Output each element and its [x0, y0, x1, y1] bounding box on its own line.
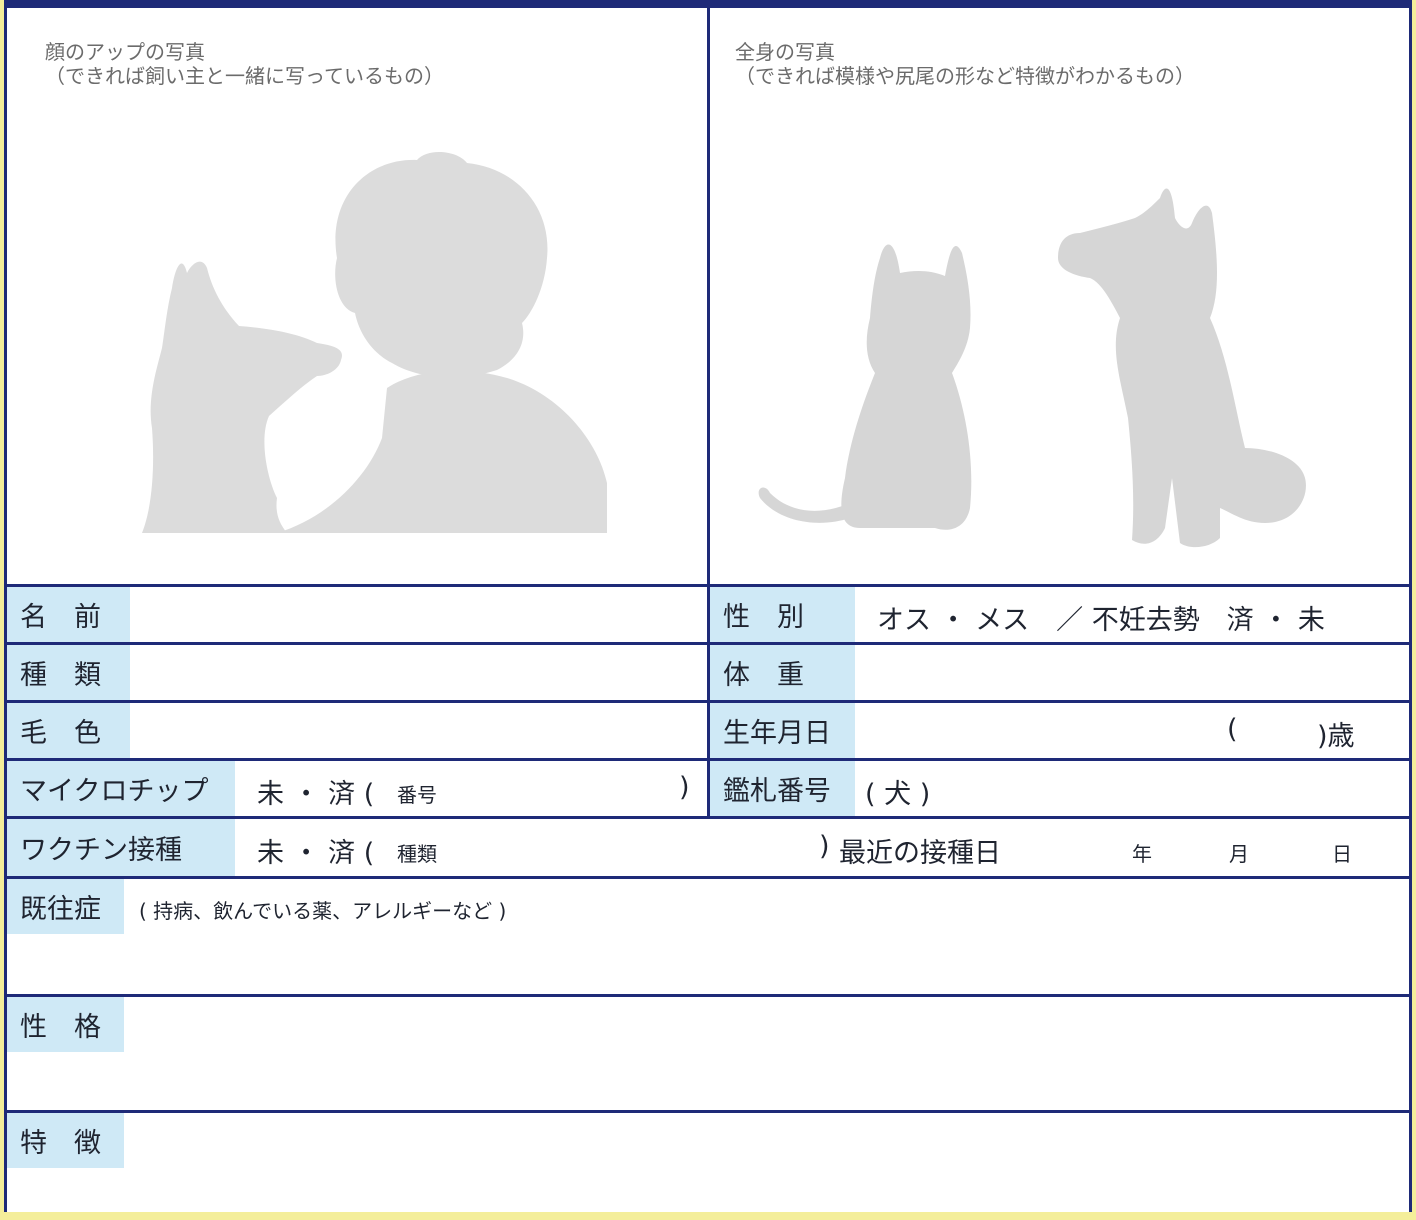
row-vaccine: ワクチン接種 未 ・ 済 ( 種類 ) 最近の接種日 年 月 日 — [7, 816, 1409, 876]
age-unit: )歳 — [1317, 721, 1355, 752]
vaccine-close-paren: ) — [819, 831, 830, 862]
name-field[interactable] — [130, 587, 707, 642]
personality-label: 性 格 — [7, 997, 124, 1052]
row-divider — [707, 587, 710, 642]
row-breed-weight: 種 類 体 重 — [7, 642, 1409, 700]
vaccine-options[interactable]: 未 ・ 済 ( — [257, 838, 375, 869]
weight-label: 体 重 — [710, 645, 855, 700]
photo-divider — [707, 8, 710, 584]
full-body-photo-caption-note: （できれば模様や尻尾の形など特徴がわかるもの） — [735, 64, 1195, 88]
history-label: 既往症 — [7, 879, 124, 934]
color-field[interactable] — [130, 703, 707, 758]
microchip-label: マイクロチップ — [7, 761, 235, 816]
cat-and-dog-silhouette-icon — [758, 188, 1306, 548]
microchip-number-label: 番号 — [397, 783, 437, 807]
history-hint: ( 持病、飲んでいる薬、アレルギーなど ) — [139, 899, 507, 923]
row-medical-history[interactable]: 既往症 ( 持病、飲んでいる薬、アレルギーなど ) — [7, 876, 1409, 994]
dog-and-owner-silhouette-icon — [142, 152, 607, 533]
full-body-photo-caption-title: 全身の写真 — [735, 40, 835, 64]
age-open-paren: ( — [1227, 714, 1238, 745]
sex-options[interactable]: オス ・ メス ／ 不妊去勢 済 ・ 未 — [877, 605, 1325, 636]
face-photo-area[interactable]: 顔のアップの写真 （できれば飼い主と一緒に写っているもの） — [7, 8, 710, 584]
microchip-close-paren: ) — [679, 772, 690, 803]
full-body-photo-caption: 全身の写真 （できれば模様や尻尾の形など特徴がわかるもの） — [735, 40, 1195, 88]
breed-field[interactable] — [130, 645, 707, 700]
vaccine-month-label: 月 — [1229, 842, 1249, 866]
vaccine-type-label: 種類 — [397, 842, 437, 866]
license-value[interactable]: ( 犬 ) — [865, 779, 931, 810]
color-label: 毛 色 — [7, 703, 130, 758]
microchip-options[interactable]: 未 ・ 済 ( — [257, 779, 375, 810]
row-divider — [707, 703, 710, 758]
vaccine-label: ワクチン接種 — [7, 819, 235, 876]
face-photo-caption-title: 顔のアップの写真 — [45, 40, 205, 64]
birthday-label: 生年月日 — [710, 703, 855, 758]
face-photo-caption: 顔のアップの写真 （できれば飼い主と一緒に写っているもの） — [45, 40, 444, 88]
name-label: 名 前 — [7, 587, 130, 642]
weight-field[interactable] — [855, 645, 1409, 700]
row-personality[interactable]: 性 格 — [7, 994, 1409, 1110]
pet-info-sheet: 顔のアップの写真 （できれば飼い主と一緒に写っているもの） 全身の写真 （できれ… — [4, 0, 1412, 1212]
sex-label: 性 別 — [710, 587, 855, 642]
row-color-birthday: 毛 色 生年月日 ( )歳 — [7, 700, 1409, 758]
vaccine-year-label: 年 — [1132, 842, 1152, 866]
vaccine-date-label: 最近の接種日 — [839, 838, 1001, 869]
row-divider — [707, 761, 710, 816]
full-body-photo-area[interactable]: 全身の写真 （できれば模様や尻尾の形など特徴がわかるもの） — [710, 8, 1409, 584]
row-name-sex: 名 前 性 別 オス ・ メス ／ 不妊去勢 済 ・ 未 — [7, 584, 1409, 642]
row-microchip-license: マイクロチップ 未 ・ 済 ( 番号 ) 鑑札番号 ( 犬 ) — [7, 758, 1409, 816]
breed-label: 種 類 — [7, 645, 130, 700]
row-divider — [707, 645, 710, 700]
row-features[interactable]: 特 徴 — [7, 1110, 1409, 1220]
license-label: 鑑札番号 — [710, 761, 855, 816]
vaccine-day-label: 日 — [1332, 842, 1352, 866]
features-label: 特 徴 — [7, 1113, 124, 1168]
face-photo-caption-note: （できれば飼い主と一緒に写っているもの） — [45, 64, 444, 88]
